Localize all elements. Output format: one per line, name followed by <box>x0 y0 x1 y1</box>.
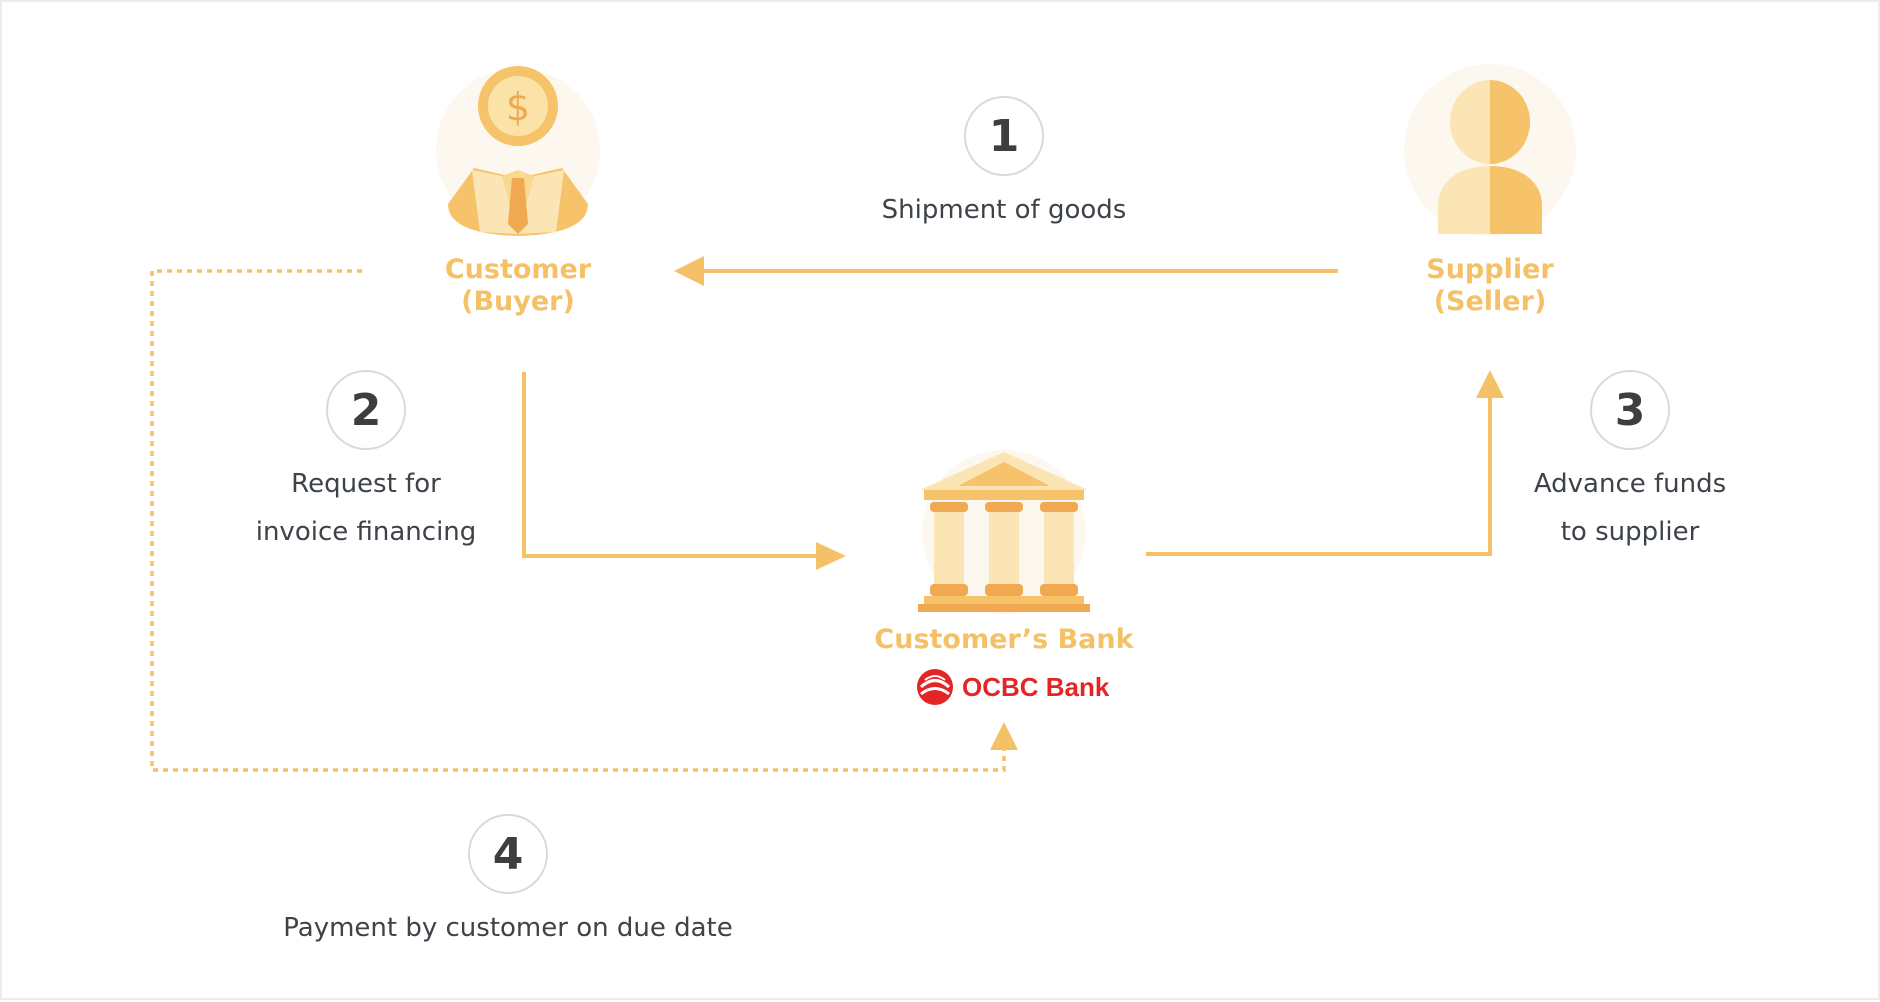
financing-request-arrow <box>522 372 846 570</box>
step-3-caption: Advance funds to supplier <box>1534 460 1726 556</box>
step-1-number: 1 <box>964 96 1044 176</box>
step-4-caption-line: Payment by customer on due date <box>283 913 733 943</box>
advance-funds-arrow <box>1146 370 1504 556</box>
step-1-caption: Shipment of goods <box>882 186 1127 234</box>
businessman-dollar-icon: $ <box>436 66 600 236</box>
step-4-number: 4 <box>468 814 548 894</box>
supplier-label: Supplier (Seller) <box>1426 254 1553 318</box>
step-2-number: 2 <box>326 370 406 450</box>
customer-role: (Buyer) <box>461 286 575 317</box>
step-3-caption-line-1: Advance funds <box>1533 469 1727 499</box>
step-2-caption: Request for invoice financing <box>256 460 477 556</box>
bank-building-icon <box>918 450 1090 614</box>
supplier-role: (Seller) <box>1433 286 1547 317</box>
svg-text:$: $ <box>506 85 530 129</box>
step-2-caption-line-2: invoice financing <box>255 517 477 547</box>
payment-dotted-arrow <box>150 269 1018 772</box>
person-icon <box>1404 64 1576 236</box>
step-1-caption-line: Shipment of goods <box>881 195 1127 225</box>
step-3-number: 3 <box>1590 370 1670 450</box>
shipment-arrow <box>674 256 1338 286</box>
bank-name: Customer’s Bank <box>874 624 1134 655</box>
customer-name: Customer <box>444 254 592 285</box>
step-2-caption-line-1: Request for <box>291 469 441 499</box>
step-3-caption-line-2: to supplier <box>1560 517 1700 547</box>
supplier-name: Supplier <box>1426 254 1554 285</box>
ocbc-logo-icon <box>917 669 953 705</box>
ocbc-logo-text: OCBC Bank <box>962 671 1110 702</box>
ocbc-logo: OCBC Bank <box>918 667 1109 707</box>
step-4-caption: Payment by customer on due date <box>283 904 732 952</box>
bank-label: Customer’s Bank <box>874 624 1133 656</box>
customer-label: Customer (Buyer) <box>445 254 591 318</box>
